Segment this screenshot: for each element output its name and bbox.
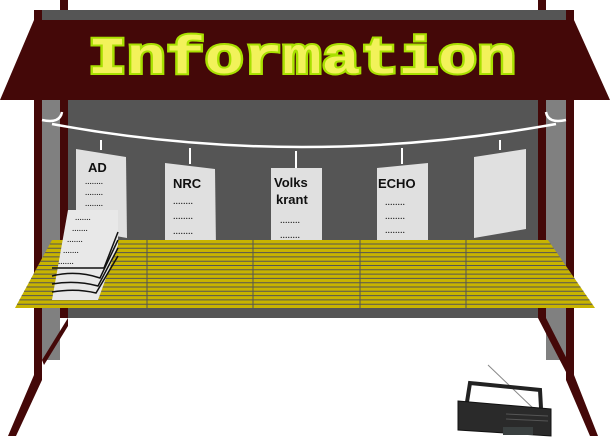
clips	[100, 140, 501, 169]
svg-text:........: ........	[385, 197, 405, 208]
newspaper-label: ECHO	[378, 176, 416, 191]
svg-text:........: ........	[85, 198, 103, 208]
svg-text:........: ........	[173, 226, 193, 237]
side-panel-left	[42, 98, 60, 360]
newspaper-label: AD	[88, 160, 107, 175]
roof-corner-right	[566, 10, 574, 22]
sign-title: Information	[88, 30, 516, 89]
newspaper-blank	[474, 149, 526, 238]
newspaper-label: Volks	[274, 175, 308, 190]
roof-corner-left	[34, 10, 42, 22]
svg-text:........: ........	[173, 196, 193, 207]
leg-left	[8, 98, 42, 436]
roof-post-right	[538, 0, 546, 12]
newspaper-stack: ...................................	[51, 210, 119, 300]
roof-sign-board	[0, 20, 610, 100]
svg-text:........: ........	[85, 176, 103, 186]
roof-top	[34, 10, 574, 20]
svg-text:........: ........	[85, 187, 103, 197]
newspaper-echo: ECHO ........................	[377, 163, 428, 248]
radio	[457, 364, 552, 437]
brace-right	[538, 318, 570, 372]
clothesline	[41, 111, 567, 149]
svg-text:........: ........	[280, 215, 300, 226]
brace-left	[42, 318, 68, 365]
svg-text:.......: .......	[58, 256, 74, 266]
inner-post-left	[60, 98, 68, 318]
radio-display	[503, 427, 533, 435]
svg-text:........: ........	[385, 225, 405, 236]
svg-text:........: ........	[173, 211, 193, 222]
inner-post-right	[538, 98, 546, 318]
newspaper-volkskrant: Volks krant ................	[271, 168, 322, 248]
svg-text:........: ........	[280, 230, 300, 241]
svg-text:.......: .......	[63, 245, 79, 255]
newspaper-nrc: NRC ........................	[165, 163, 216, 248]
svg-text:.......: .......	[72, 223, 88, 233]
leg-right	[566, 98, 598, 436]
svg-text:........: ........	[385, 211, 405, 222]
side-panel-right	[546, 98, 566, 360]
newspaper-label: NRC	[173, 176, 202, 191]
svg-text:.......: .......	[67, 234, 83, 244]
svg-text:.......: .......	[75, 212, 91, 222]
newspaper-label: krant	[276, 192, 308, 207]
roof-post-left	[60, 0, 68, 12]
counter	[15, 240, 595, 308]
